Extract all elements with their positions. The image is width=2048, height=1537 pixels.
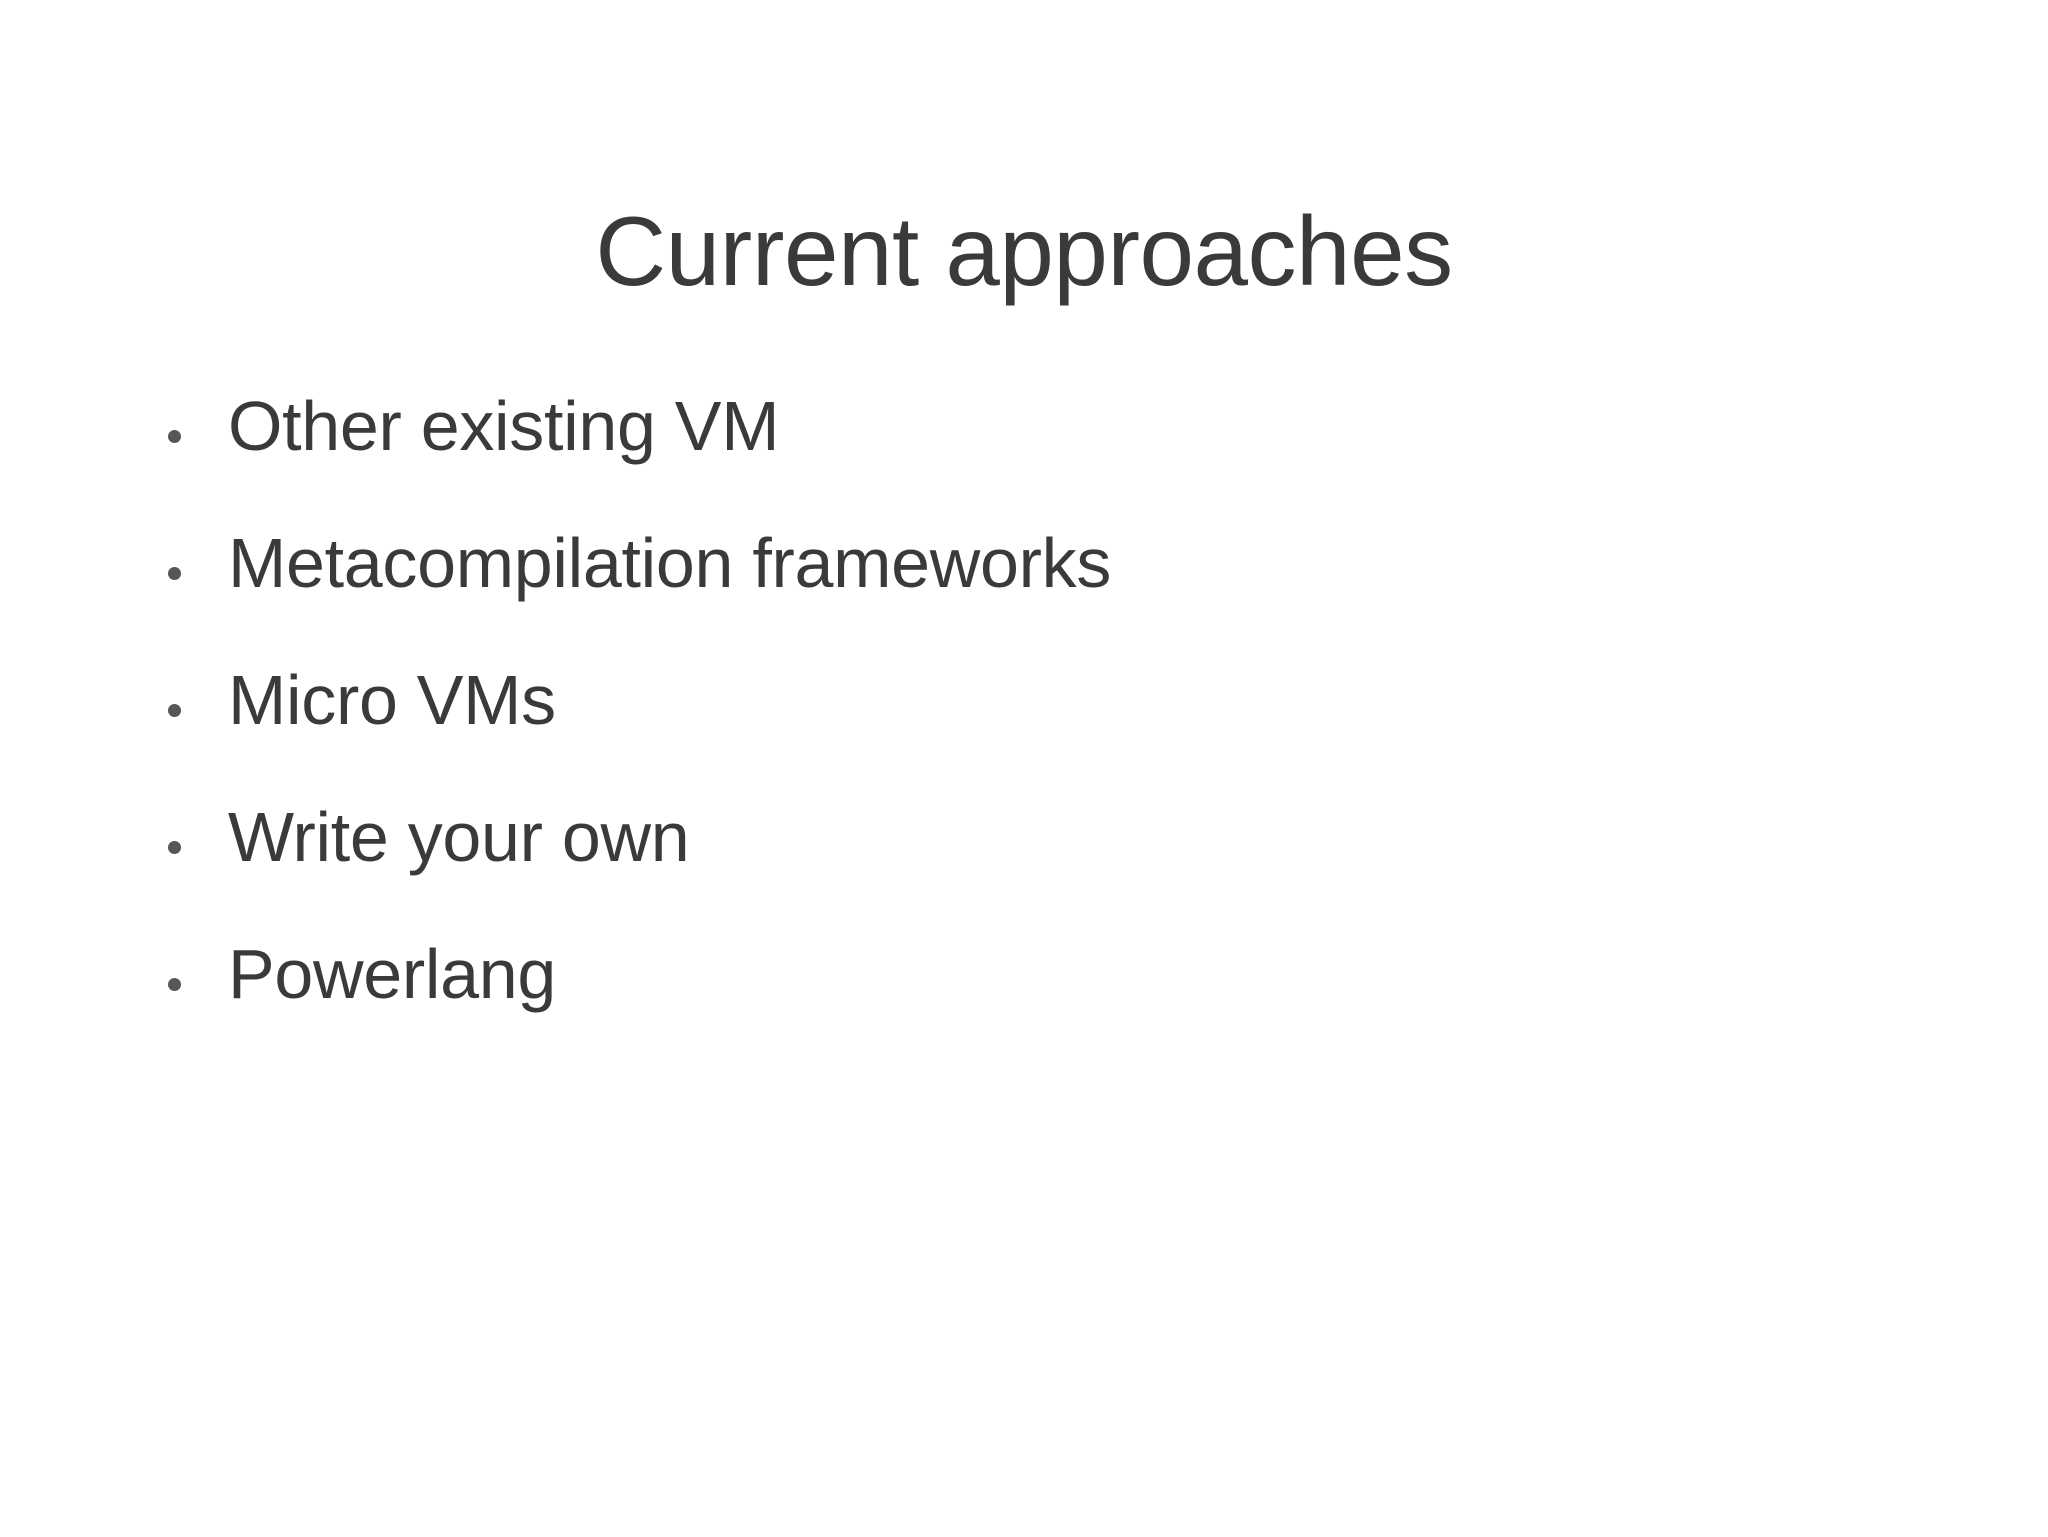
bullet-dot-icon bbox=[168, 841, 181, 854]
bullet-list: Other existing VM Metacompilation framew… bbox=[150, 378, 1910, 1063]
list-item-label: Micro VMs bbox=[228, 661, 556, 739]
list-item: Micro VMs bbox=[150, 652, 1910, 789]
bullet-dot-icon bbox=[168, 567, 181, 580]
list-item-label: Metacompilation frameworks bbox=[228, 524, 1112, 602]
list-item: Write your own bbox=[150, 789, 1910, 926]
bullet-dot-icon bbox=[168, 704, 181, 717]
page-title: Current approaches bbox=[595, 195, 1453, 306]
bullet-dot-icon bbox=[168, 430, 181, 443]
list-item: Other existing VM bbox=[150, 378, 1910, 515]
list-item-label: Powerlang bbox=[228, 935, 557, 1013]
list-item-label: Write your own bbox=[228, 798, 690, 876]
list-item-label: Other existing VM bbox=[228, 387, 780, 465]
list-item: Metacompilation frameworks bbox=[150, 515, 1910, 652]
list-item: Powerlang bbox=[150, 926, 1910, 1063]
bullet-dot-icon bbox=[168, 978, 181, 991]
